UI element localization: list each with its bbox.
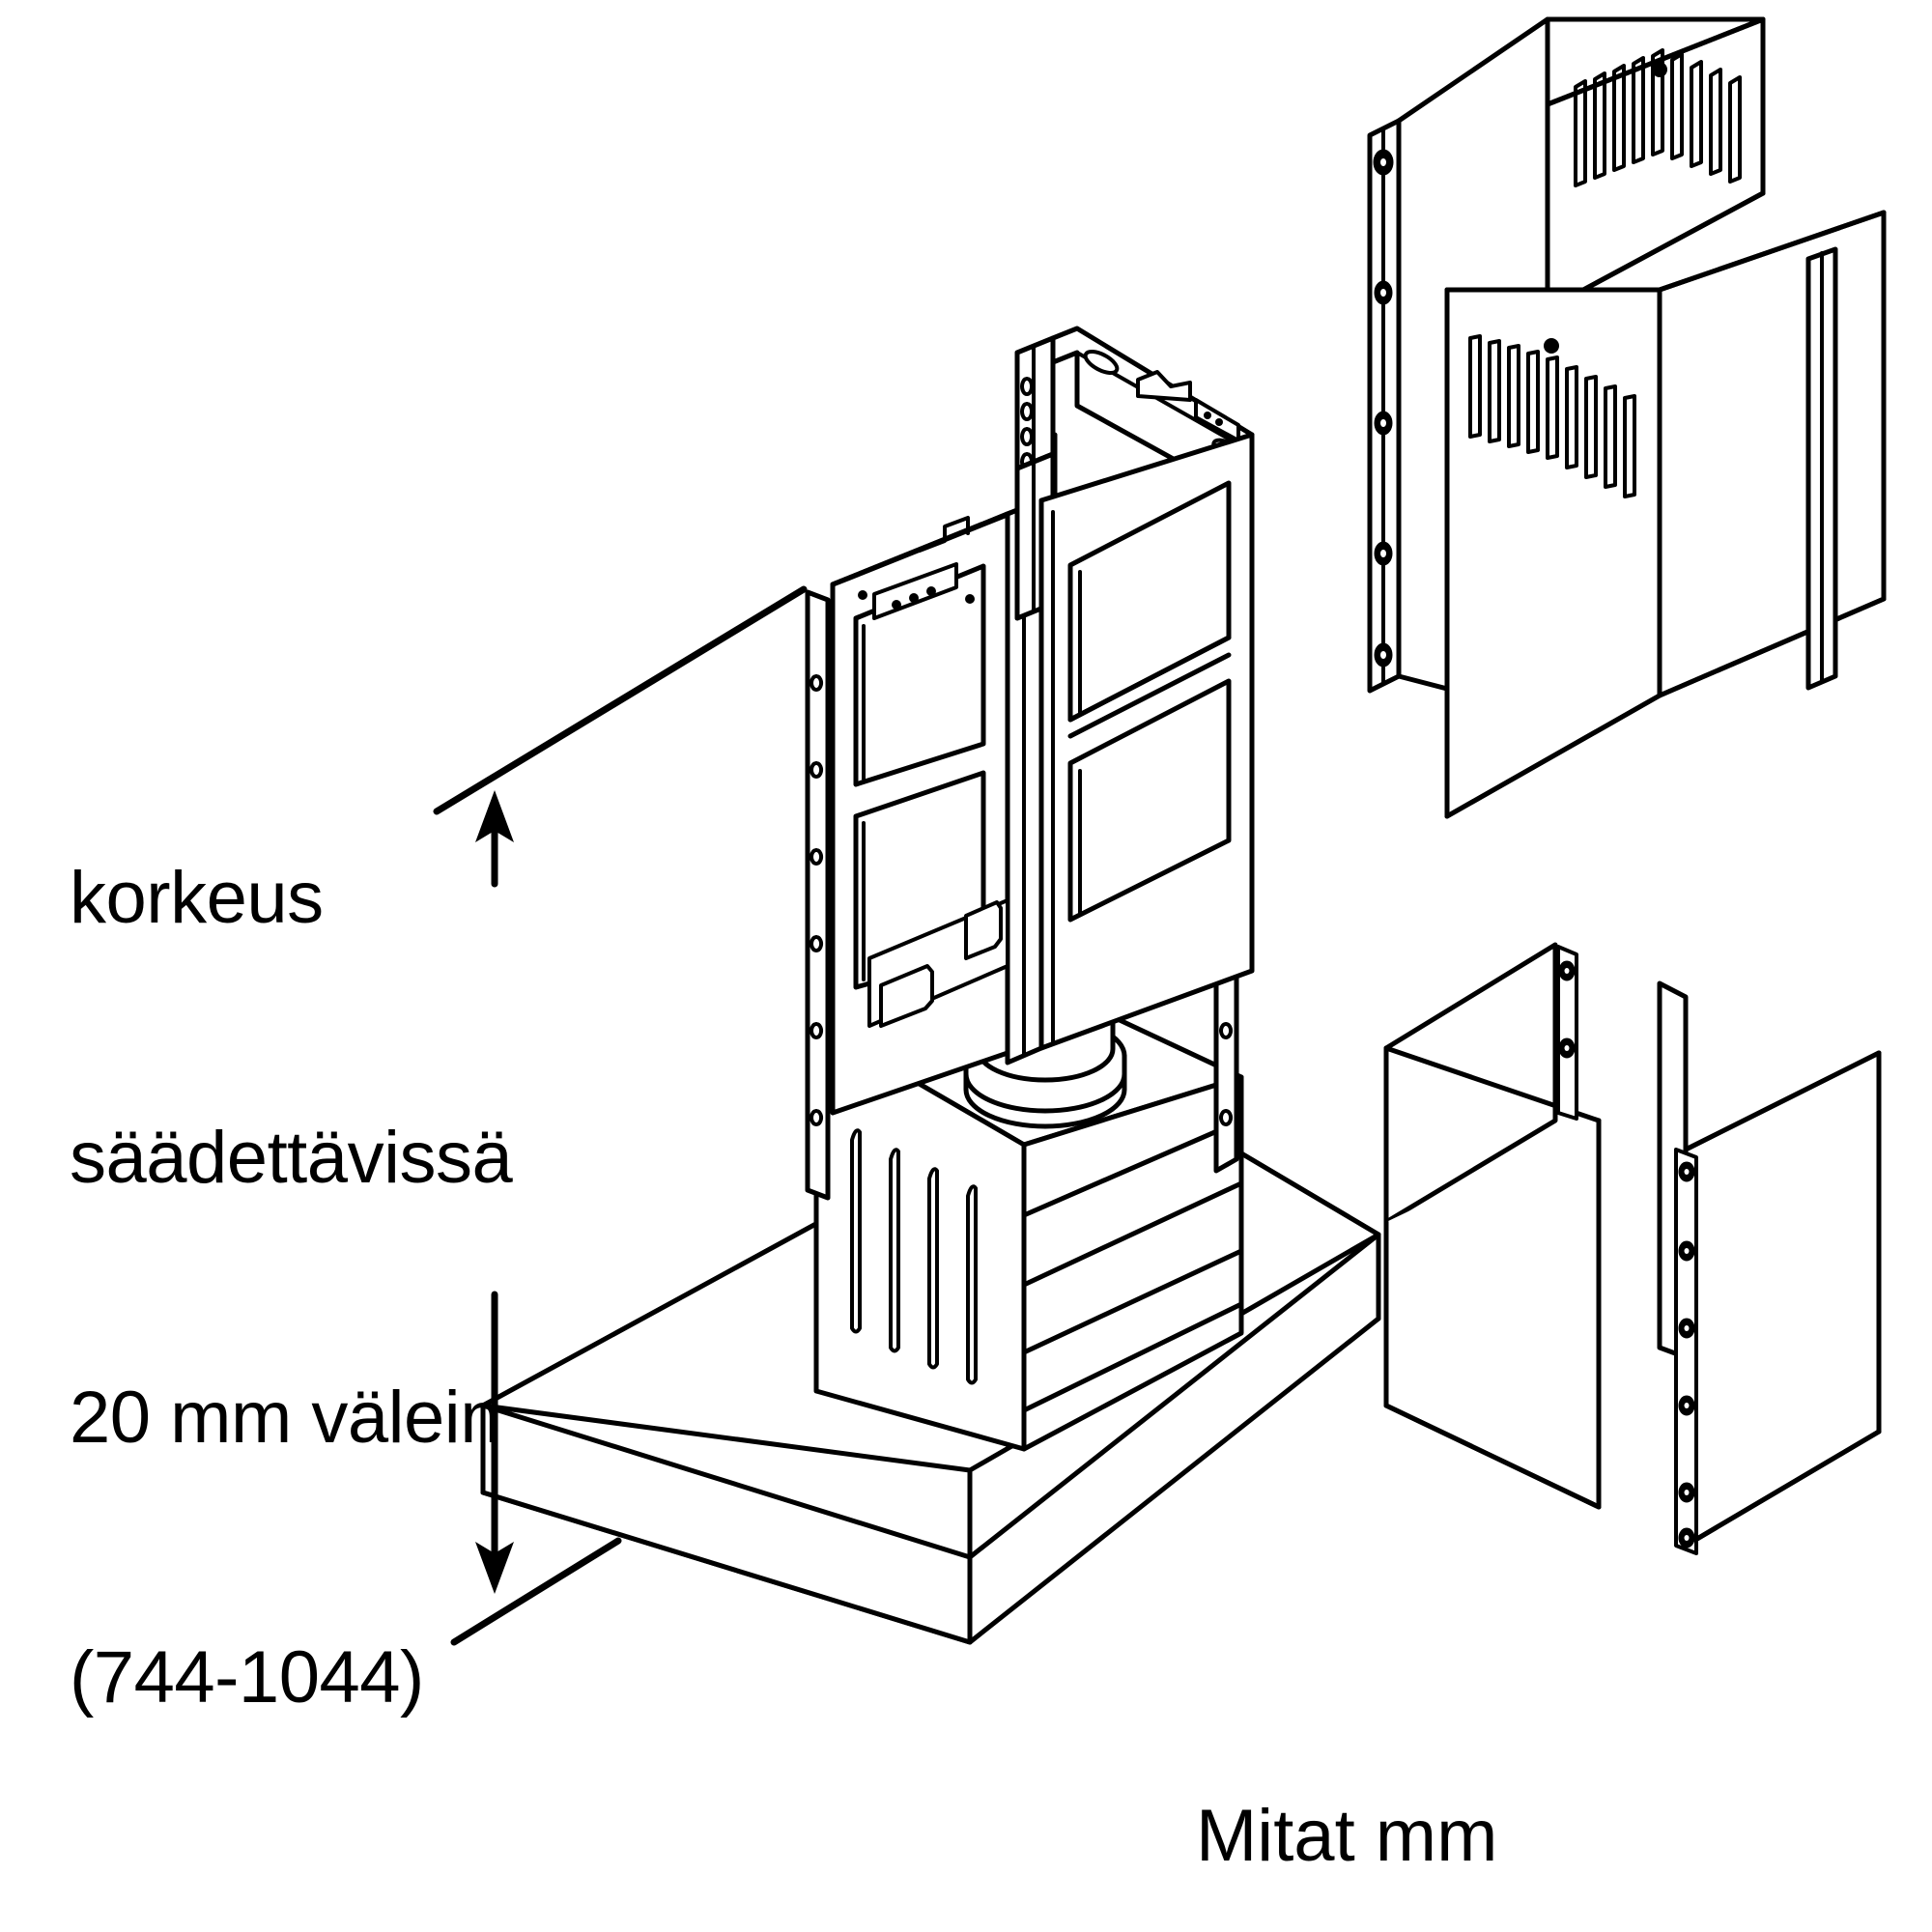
upper-bracket-strip	[1367, 118, 1402, 694]
lower-chimney-left	[1383, 942, 1602, 1510]
dimension-annotation	[433, 585, 808, 1646]
lower-leader-line	[450, 1537, 622, 1646]
arrow-up-head	[475, 790, 514, 842]
height-note-line-4: (744-1044)	[70, 1636, 424, 1719]
upper-leader-line	[433, 585, 808, 815]
arrow-down-head	[475, 1542, 514, 1594]
frame-left-panel	[830, 505, 1027, 1116]
frame-inner-shelf	[867, 898, 1009, 1028]
frame-right-panel	[1038, 432, 1255, 1051]
height-note-line-1: korkeus	[70, 857, 324, 940]
mounting-frame	[805, 326, 1255, 1201]
height-note-line-2: säädettävissä	[70, 1117, 513, 1200]
hood-body	[813, 968, 1244, 1452]
height-adjustment-note: korkeus säädettävissä 20 mm välein (744-…	[70, 682, 513, 1894]
units-note: Mitat mm	[1196, 1795, 1498, 1877]
height-note-line-3: 20 mm välein	[70, 1377, 500, 1460]
upper-corner-cover	[1805, 246, 1838, 691]
frame-left-rail	[805, 589, 831, 1201]
lower-chimney-right	[1657, 980, 1882, 1555]
